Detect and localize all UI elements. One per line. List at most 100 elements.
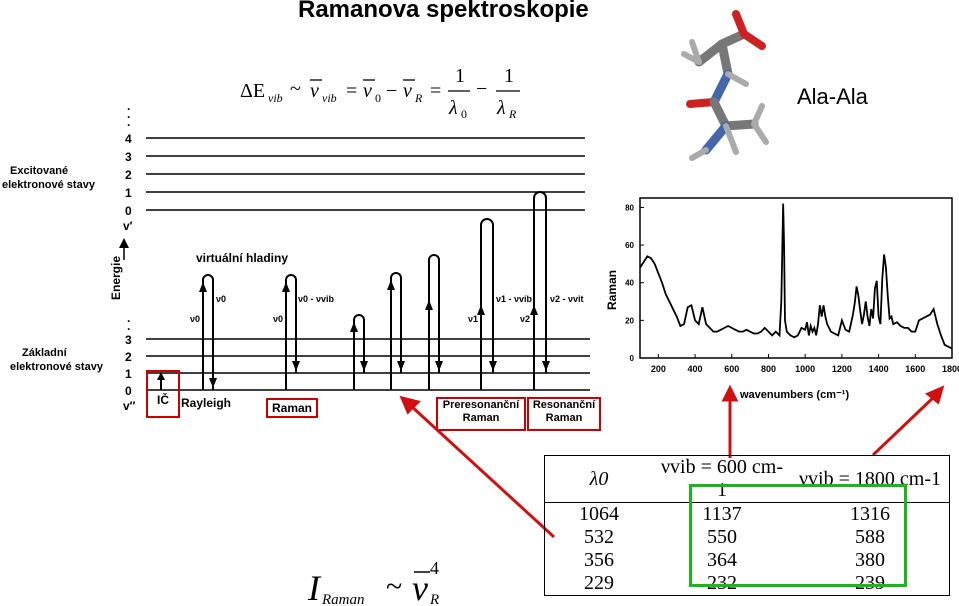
- nu1-label: ν1: [468, 314, 478, 324]
- dot-2: .: [127, 107, 130, 121]
- energy-formula: ΔE vib ~ ν vib = ν 0 − ν R = 1 λ 0 − 1 λ…: [240, 65, 520, 121]
- preresonance-label-1: Preresonanční: [442, 399, 520, 411]
- ir-label: IČ: [157, 393, 169, 407]
- green-highlight-box: [689, 484, 907, 587]
- excited-level-3: 3: [125, 150, 132, 164]
- y-tick-label: 60: [625, 241, 634, 250]
- ground-label-1: Základní: [22, 347, 68, 359]
- formula-lambda0-sub: 0: [461, 107, 467, 121]
- formula-lambda-r-sub: R: [508, 107, 517, 121]
- formula-zero-sub: 0: [375, 91, 381, 105]
- intensity-power: 4: [430, 560, 439, 578]
- chart-frame: [639, 197, 953, 359]
- table-cell: 239: [791, 572, 950, 596]
- excited-label-2: elektronové stavy: [2, 179, 96, 191]
- x-tick-label: 1800: [942, 364, 959, 374]
- ground-level-1: 1: [125, 367, 132, 381]
- y-tick-label: 0: [630, 354, 635, 363]
- x-tick-label: 1000: [795, 364, 815, 374]
- excited-level-4: 4: [125, 132, 132, 146]
- x-tick-label: 1200: [832, 364, 852, 374]
- arrow-head-1: [399, 395, 421, 415]
- spectrum-line: [639, 203, 953, 350]
- ground-label-2: elektronové stavy: [10, 361, 104, 373]
- intensity-i: I: [307, 568, 322, 606]
- formula-sim: ~: [290, 78, 301, 100]
- table-cell: 380: [791, 549, 950, 572]
- dot-3: .: [127, 115, 130, 129]
- nu0-label-c: ν0: [273, 314, 283, 324]
- excited-level-0: 0: [125, 204, 132, 218]
- table-cell: 1137: [702, 503, 742, 525]
- raman-label: Raman: [271, 401, 312, 415]
- excited-level-v: v′: [123, 219, 133, 233]
- y-tick-label: 80: [625, 203, 634, 212]
- excited-level-1: 1: [125, 186, 132, 200]
- dot-4: .: [127, 311, 130, 325]
- nu0-label-b: ν0: [216, 294, 226, 304]
- formula-minus2: −: [476, 78, 487, 100]
- header-lambda0: λ0: [544, 455, 653, 503]
- raman-box: Raman: [266, 398, 318, 418]
- formula-delta-e: ΔE: [240, 80, 265, 102]
- formula-nu-r: ν: [403, 80, 412, 102]
- ir-box: IČ: [146, 370, 180, 418]
- x-tick-label: 400: [688, 364, 703, 374]
- table-cell: 532: [544, 526, 653, 549]
- ground-level-0: 0: [125, 384, 132, 398]
- ground-level-3: 3: [125, 333, 132, 347]
- formula-eq1: =: [346, 80, 357, 102]
- energy-axis-arrowhead: [119, 238, 129, 248]
- resonance-label-2: Raman: [545, 412, 583, 424]
- formula-nu0: ν: [363, 80, 372, 102]
- table-cell: 364: [707, 549, 737, 571]
- nu2-vib-label: ν2 - νvit: [550, 294, 584, 304]
- intensity-sub: Raman: [321, 592, 365, 606]
- energy-level-diagram: Excitované elektronové stavy Základní el…: [2, 100, 590, 413]
- intensity-formula: I Raman ~ ν 4 R: [307, 560, 439, 606]
- header-nu-600: νvib = 600 cm-1: [653, 455, 791, 503]
- x-tick-label: 200: [651, 364, 666, 374]
- resonance-box: Resonanční Raman: [527, 397, 601, 431]
- nu0-vib-label: ν0 - νvib: [298, 294, 335, 304]
- intensity-r: R: [429, 592, 439, 606]
- formula-lambda-r: λ: [496, 97, 506, 119]
- nu0-label-a: ν0: [190, 314, 200, 324]
- formula-vib-sub: vib: [268, 91, 283, 105]
- y-tick-label: 20: [625, 316, 634, 325]
- molecule-image: [681, 10, 769, 161]
- x-tick-label: 800: [761, 364, 776, 374]
- dot-5: .: [127, 319, 130, 333]
- table-cell: 1064: [544, 502, 653, 526]
- formula-lambda0: λ: [448, 97, 458, 119]
- table-row: 532 550 588: [544, 526, 950, 549]
- x-tick-label: 600: [724, 364, 739, 374]
- dot-1: .: [127, 100, 130, 113]
- resonance-label-1: Resonanční: [532, 399, 596, 411]
- table-cell: 232: [707, 572, 737, 594]
- formula-r-sub: R: [414, 91, 423, 105]
- formula-one-b: 1: [504, 65, 514, 87]
- chart-xlabel: wavenumbers (cm⁻¹): [739, 389, 849, 401]
- ground-level-2: 2: [125, 350, 132, 364]
- ground-level-v: v″: [123, 399, 136, 413]
- intensity-sim: ~: [386, 570, 402, 603]
- rayleigh-label: Rayleigh: [181, 396, 231, 410]
- table-cell: 550: [707, 526, 737, 548]
- formula-eq2: =: [430, 80, 441, 102]
- table-cell: 1316: [791, 502, 950, 526]
- wavelength-table: λ0 νvib = 600 cm-1 νvib = 1800 cm-1 1064…: [544, 455, 950, 596]
- formula-one-a: 1: [455, 65, 465, 87]
- intensity-nu: ν: [412, 568, 428, 606]
- table-cell: 588: [791, 526, 950, 549]
- nu1-vib-label: ν1 - νvib: [496, 294, 533, 304]
- preresonance-label-2: Raman: [462, 412, 500, 424]
- page-title: Ramanova spektroskopie: [298, 0, 589, 23]
- virtual-levels-label: virtuální hladiny: [196, 251, 288, 265]
- excited-label-1: Excitované: [10, 165, 68, 177]
- formula-minus: −: [386, 80, 397, 102]
